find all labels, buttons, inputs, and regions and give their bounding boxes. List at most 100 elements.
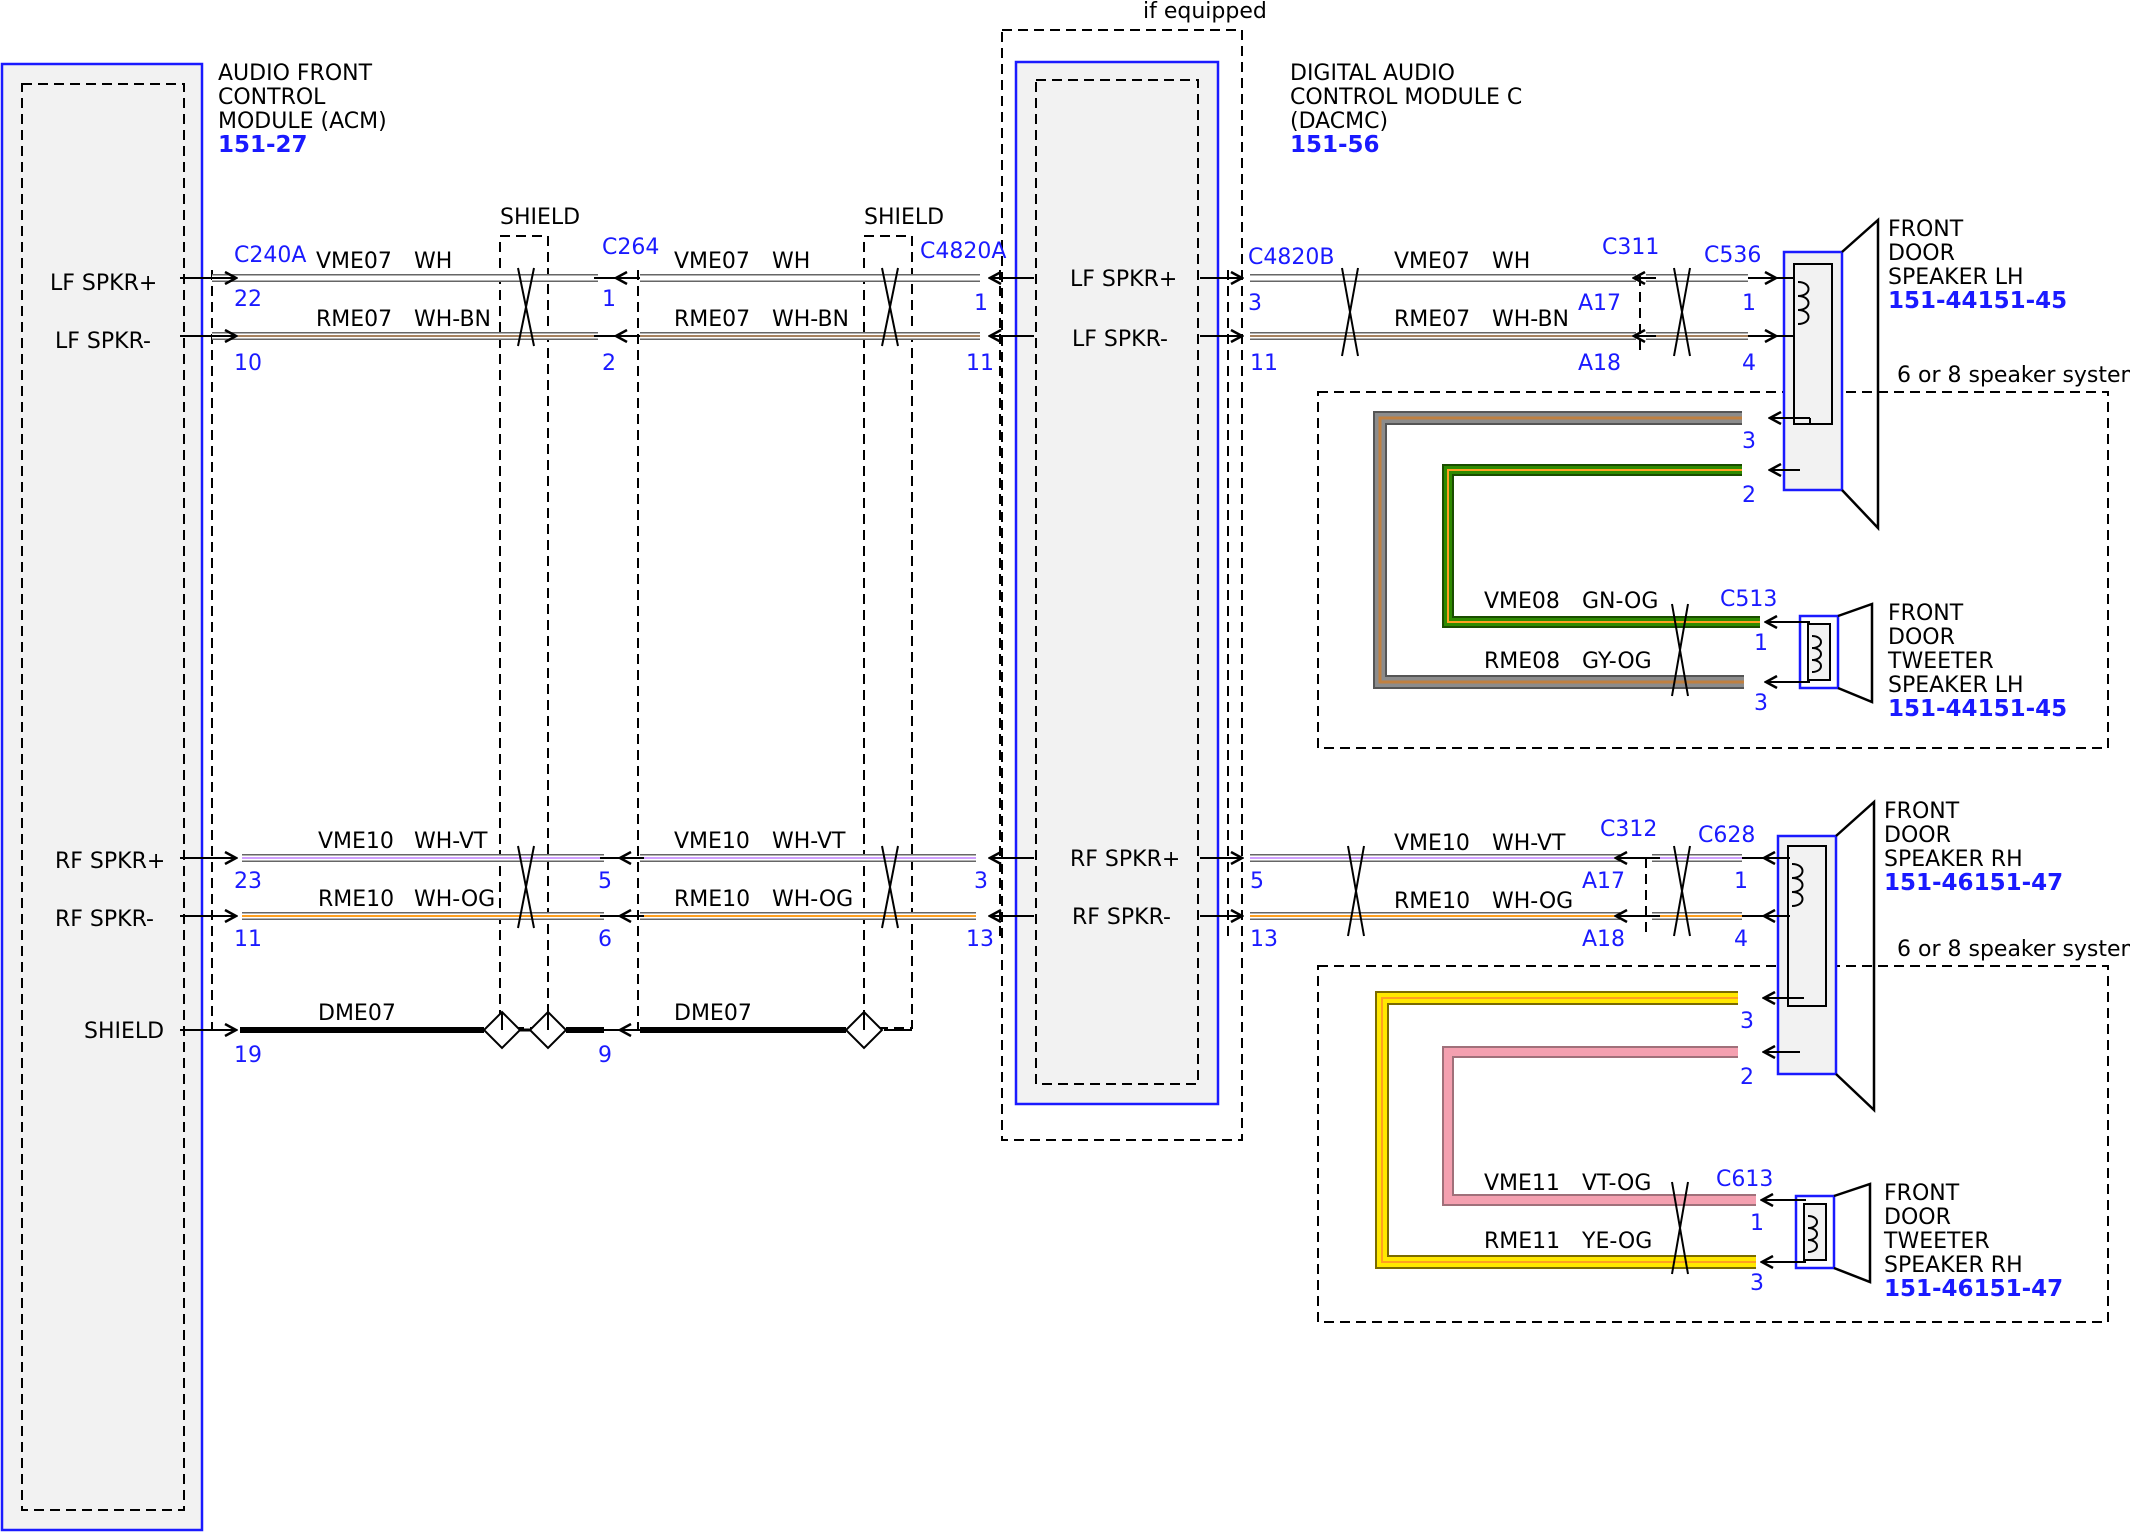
- speaker-lh-label: FRONT DOOR SPEAKER LH 151-44151-45: [1888, 217, 2067, 314]
- svg-text:SPEAKER LH: SPEAKER LH: [1888, 673, 2024, 698]
- svg-text:1: 1: [974, 291, 988, 316]
- lh-option-label: 6 or 8 speaker system: [1897, 363, 2130, 388]
- c4820b-arrows: [1200, 278, 1242, 916]
- tweeter-rh-label: FRONT DOOR TWEETER SPEAKER RH 151-46151-…: [1883, 1181, 2063, 1302]
- connector-c513: C513: [1720, 587, 1777, 612]
- tweeter-lh-label: FRONT DOOR TWEETER SPEAKER LH 151-44151-…: [1887, 601, 2067, 722]
- connector-c311: C311: [1602, 235, 1659, 260]
- svg-text:3: 3: [1750, 1271, 1764, 1296]
- svg-text:1: 1: [1734, 869, 1748, 894]
- wire-color-vme11: VT-OG: [1582, 1171, 1651, 1196]
- svg-text:1: 1: [1742, 291, 1756, 316]
- svg-text:SPEAKER LH: SPEAKER LH: [1888, 265, 2024, 290]
- acm-pin-rf-spkr-neg: RF SPKR-: [55, 907, 154, 932]
- svg-text:151-46151-47: 151-46151-47: [1884, 870, 2063, 896]
- shield-box-2: [863, 235, 913, 1029]
- wire-label-vme07-c: VME07: [1394, 249, 1470, 274]
- wire-label-vme10-b: VME10: [674, 829, 750, 854]
- svg-text:DOOR: DOOR: [1884, 1205, 1951, 1230]
- front-door-tweeter-rh: [1794, 1182, 1872, 1284]
- svg-text:2: 2: [1742, 483, 1756, 508]
- wire-color-rme08: GY-OG: [1582, 649, 1652, 674]
- wire-label-rme11: RME11: [1484, 1229, 1560, 1254]
- svg-text:1: 1: [1754, 631, 1768, 656]
- svg-text:13: 13: [966, 927, 994, 952]
- svg-text:MODULE (ACM): MODULE (ACM): [218, 109, 387, 134]
- if-equipped-frame: [1001, 29, 1243, 1141]
- svg-text:4: 4: [1742, 351, 1756, 376]
- wire-label-rme10-b: RME10: [674, 887, 750, 912]
- wire-color-vme10-b: WH-VT: [772, 829, 846, 854]
- svg-text:3: 3: [1740, 1009, 1754, 1034]
- wire-color-vme07-b: WH: [772, 249, 810, 274]
- front-door-tweeter-lh: [1798, 602, 1874, 704]
- svg-text:3: 3: [974, 869, 988, 894]
- front-door-speaker-rh: [1776, 799, 1876, 1113]
- svg-text:4: 4: [1734, 927, 1748, 952]
- svg-text:23: 23: [234, 869, 262, 894]
- acm-pin-lf-spkr-pos: LF SPKR+: [50, 271, 157, 296]
- svg-text:2: 2: [1740, 1065, 1754, 1090]
- wire-label-rme08: RME08: [1484, 649, 1560, 674]
- shield-label-1: SHIELD: [500, 205, 580, 230]
- svg-text:11: 11: [234, 927, 262, 952]
- front-door-speaker-lh: [1782, 217, 1880, 532]
- svg-text:TWEETER: TWEETER: [1887, 649, 1994, 674]
- wire-rme08: [1373, 411, 1744, 689]
- speaker-rh-label: FRONT DOOR SPEAKER RH 151-46151-47: [1884, 799, 2063, 896]
- lh-option-box: [1317, 391, 2109, 749]
- connector-c240a: C240A: [234, 243, 306, 268]
- wire-label-rme07-a: RME07: [316, 307, 392, 332]
- connector-c613: C613: [1716, 1167, 1773, 1192]
- acm-module: [0, 62, 204, 1532]
- c536-pins: [1748, 278, 1811, 470]
- wire-label-rme07-c: RME07: [1394, 307, 1470, 332]
- wire-color-vme10-a: WH-VT: [414, 829, 488, 854]
- svg-text:CONTROL: CONTROL: [218, 85, 326, 110]
- dacmc-pin-lf-spkr-pos: LF SPKR+: [1070, 267, 1177, 292]
- wire-label-rme10-a: RME10: [318, 887, 394, 912]
- wire-color-vme08: GN-OG: [1582, 589, 1658, 614]
- dacmc-pin-rf-spkr-neg: RF SPKR-: [1072, 905, 1171, 930]
- svg-text:11: 11: [1250, 351, 1278, 376]
- svg-text:CONTROL MODULE C: CONTROL MODULE C: [1290, 85, 1522, 110]
- connector-c264: C264: [602, 235, 659, 260]
- svg-text:151-46151-47: 151-46151-47: [1884, 1276, 2063, 1302]
- svg-text:6: 6: [598, 927, 612, 952]
- wire-color-vme10-c: WH-VT: [1492, 831, 1566, 856]
- c628-pins: [1742, 858, 1804, 1052]
- svg-text:FRONT: FRONT: [1884, 799, 1960, 824]
- svg-text:22: 22: [234, 287, 262, 312]
- wire-rme11: [1375, 991, 1756, 1269]
- wire-vme08: [1442, 464, 1760, 628]
- twist-symbols-right: [1341, 267, 1691, 937]
- acm-ref: 151-27: [218, 132, 308, 158]
- wire-label-vme08: VME08: [1484, 589, 1560, 614]
- twist-symbol-rh-tweeter: [1671, 1181, 1689, 1275]
- rh-option-box: [1317, 965, 2109, 1323]
- shield-drain-diamonds: [482, 1010, 884, 1050]
- svg-text:FRONT: FRONT: [1888, 217, 1964, 242]
- connector-c536: C536: [1704, 243, 1761, 268]
- svg-text:A18: A18: [1582, 927, 1625, 952]
- c264-arrows: [594, 278, 644, 1030]
- dacmc-module: [1014, 60, 1220, 1106]
- wire-color-rme10-a: WH-OG: [414, 887, 495, 912]
- wire-label-dme07-b: DME07: [674, 1001, 752, 1026]
- if-equipped-note: if equipped: [1143, 0, 1267, 24]
- svg-text:5: 5: [1250, 869, 1264, 894]
- svg-text:A17: A17: [1582, 869, 1625, 894]
- svg-text:DOOR: DOOR: [1888, 625, 1955, 650]
- svg-text:FRONT: FRONT: [1888, 601, 1964, 626]
- wire-vme11: [1442, 1046, 1756, 1206]
- shield-label-2: SHIELD: [864, 205, 944, 230]
- svg-text:13: 13: [1250, 927, 1278, 952]
- wire-color-vme07-a: WH: [414, 249, 452, 274]
- svg-text:FRONT: FRONT: [1884, 1181, 1960, 1206]
- dacmc-label: DIGITAL AUDIO CONTROL MODULE C (DACMC) 1…: [1290, 61, 1522, 158]
- svg-text:19: 19: [234, 1043, 262, 1068]
- acm-pin-lf-spkr-neg: LF SPKR-: [55, 329, 151, 354]
- wire-label-vme10-c: VME10: [1394, 831, 1470, 856]
- svg-text:SPEAKER RH: SPEAKER RH: [1884, 1253, 2023, 1278]
